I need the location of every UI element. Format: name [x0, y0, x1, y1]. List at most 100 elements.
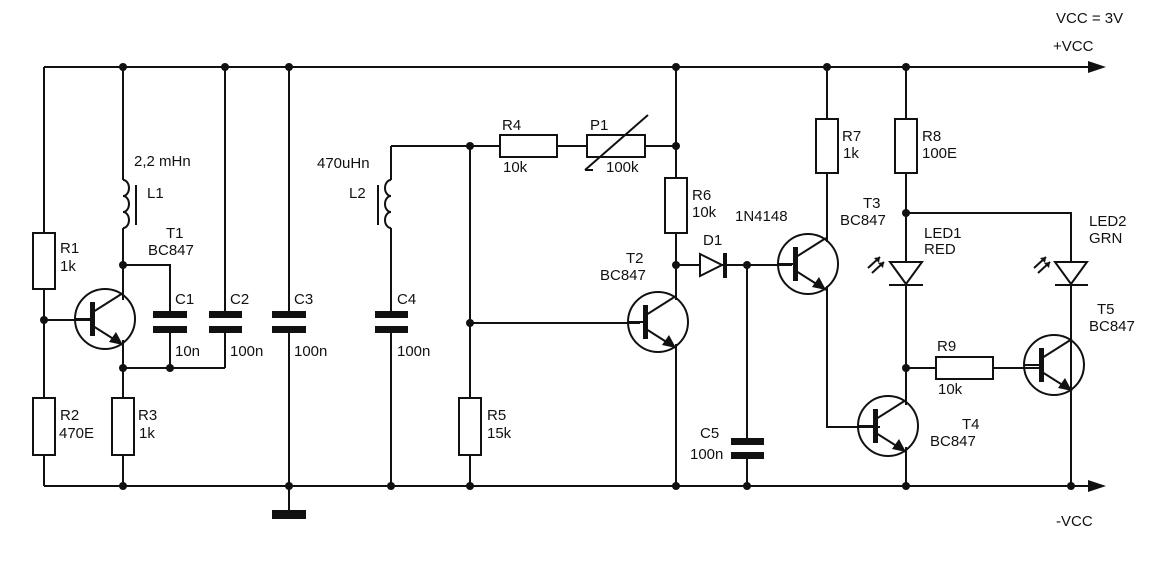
junction-dot — [285, 482, 293, 490]
t4-ref: T4 — [962, 416, 980, 433]
led1 — [867, 256, 924, 286]
l1-value: 2,2 mHn — [134, 153, 191, 170]
t5-value: BC847 — [1089, 318, 1135, 335]
junction-dot — [902, 482, 910, 490]
potentiometer-p1 — [584, 114, 649, 171]
junction-dot — [902, 209, 910, 217]
c1-value: 10n — [175, 343, 200, 360]
transistor-t4 — [857, 395, 919, 457]
transistor-t5 — [1023, 334, 1085, 396]
junction-dot — [221, 63, 229, 71]
junction-dot — [902, 63, 910, 71]
led1-ref: LED1 — [924, 225, 962, 242]
p1-ref: P1 — [590, 117, 608, 134]
r9-ref: R9 — [937, 338, 956, 355]
t3-value: BC847 — [840, 212, 886, 229]
d1-value: 1N4148 — [735, 208, 788, 225]
transistor-t2 — [627, 291, 689, 353]
r2-value: 470E — [59, 425, 94, 442]
ground-symbol — [272, 510, 306, 519]
capacitor-c2 — [209, 311, 242, 333]
r2-ref: R2 — [60, 407, 79, 424]
junction-dot — [387, 482, 395, 490]
t1-value: BC847 — [148, 242, 194, 259]
junction-dot — [119, 482, 127, 490]
junction-dot — [823, 63, 831, 71]
c3-ref: C3 — [294, 291, 313, 308]
capacitor-c5 — [731, 438, 764, 459]
resistor-r5 — [458, 397, 482, 456]
r5-ref: R5 — [487, 407, 506, 424]
r3-ref: R3 — [138, 407, 157, 424]
junction-dot — [672, 482, 680, 490]
led2-value: GRN — [1089, 230, 1122, 247]
c3-value: 100n — [294, 343, 327, 360]
negative-rail — [44, 480, 1106, 492]
r6-ref: R6 — [692, 187, 711, 204]
transistor-t1 — [74, 288, 136, 350]
diode-d1 — [699, 252, 727, 278]
resistor-r4 — [499, 134, 558, 158]
resistor-r1 — [32, 232, 56, 290]
r4-ref: R4 — [502, 117, 521, 134]
junction-dot — [119, 364, 127, 372]
supply-voltage-label: VCC = 3V — [1056, 10, 1123, 27]
c2-ref: C2 — [230, 291, 249, 308]
c1-ref: C1 — [175, 291, 194, 308]
junction-dot — [743, 482, 751, 490]
r9-value: 10k — [938, 381, 963, 398]
junction-dot — [40, 316, 48, 324]
c5-value: 100n — [690, 446, 723, 463]
inductor-l1 — [122, 179, 137, 229]
transistor-t3 — [777, 233, 839, 295]
r7-ref: R7 — [842, 128, 861, 145]
capacitor-c4 — [375, 311, 408, 333]
junction-dot — [902, 364, 910, 372]
junction-dot — [672, 142, 680, 150]
r7-value: 1k — [843, 145, 859, 162]
positive-rail — [44, 61, 1106, 73]
rail-arrow-icon — [1088, 61, 1106, 73]
junction-dot — [119, 63, 127, 71]
r8-ref: R8 — [922, 128, 941, 145]
led1-value: RED — [924, 241, 956, 258]
r8-value: 100E — [922, 145, 957, 162]
l2-value: 470uHn — [317, 155, 370, 172]
c5-ref: C5 — [700, 425, 719, 442]
led2 — [1033, 256, 1089, 286]
junction-dot — [285, 63, 293, 71]
led2-ref: LED2 — [1089, 213, 1127, 230]
junction-dot — [466, 482, 474, 490]
positive-rail-label: +VCC — [1053, 38, 1094, 55]
junction-dot — [743, 261, 751, 269]
t3-ref: T3 — [863, 195, 881, 212]
capacitor-c3 — [272, 311, 306, 333]
junction-dot — [672, 261, 680, 269]
t1-ref: T1 — [166, 225, 184, 242]
c2-value: 100n — [230, 343, 263, 360]
p1-value: 100k — [606, 159, 639, 176]
r1-value: 1k — [60, 258, 76, 275]
resistor-r6 — [664, 177, 688, 234]
r5-value: 15k — [487, 425, 512, 442]
junction-dot — [672, 63, 680, 71]
t4-value: BC847 — [930, 433, 976, 450]
r4-value: 10k — [503, 159, 528, 176]
t5-ref: T5 — [1097, 301, 1115, 318]
junction-dot — [1067, 482, 1075, 490]
resistor-r9 — [935, 356, 994, 380]
resistor-r7 — [815, 118, 839, 174]
l2-ref: L2 — [349, 185, 366, 202]
l1-ref: L1 — [147, 185, 164, 202]
inductor-l2 — [377, 179, 392, 229]
junction-dot — [166, 364, 174, 372]
junction-dot — [466, 142, 474, 150]
negative-rail-label: -VCC — [1056, 513, 1093, 530]
junction-dot — [119, 261, 127, 269]
r3-value: 1k — [139, 425, 155, 442]
r6-value: 10k — [692, 204, 717, 221]
d1-ref: D1 — [703, 232, 722, 249]
c4-value: 100n — [397, 343, 430, 360]
